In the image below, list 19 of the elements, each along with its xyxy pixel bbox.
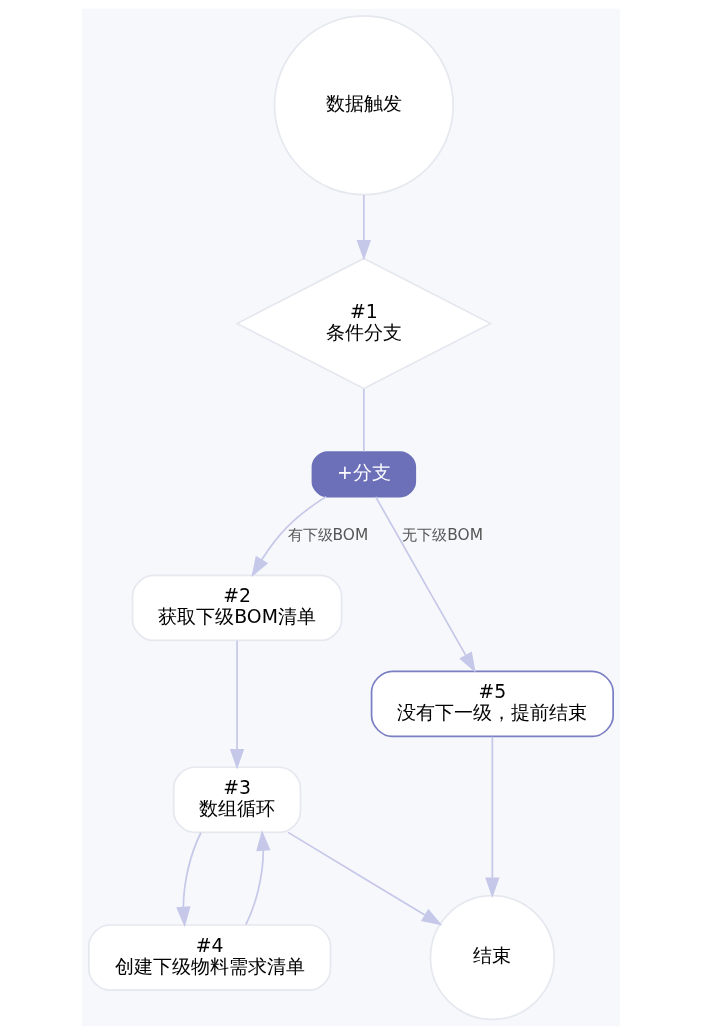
arrow (175, 831, 202, 928)
arrow (286, 831, 442, 926)
node-box: #5 没有下一级，提前结束 (370, 670, 614, 738)
arrow (484, 735, 500, 899)
node-box: #4 创建下级物料需求清单 (87, 924, 331, 991)
arrow (229, 639, 244, 770)
node-box: #3 数组循环 (172, 766, 301, 834)
node-diamond: #1 条件分支 (234, 257, 492, 390)
arrow (356, 194, 371, 261)
arrow (250, 495, 327, 578)
edge-label: 无下级BOM (401, 525, 483, 544)
arrow (374, 496, 476, 673)
arrow (244, 830, 271, 926)
node-box: #2 获取下级BOM清单 (131, 574, 342, 642)
connector (362, 388, 365, 453)
node-circle: 数据触发 (273, 15, 454, 196)
node-box: +分支 (311, 451, 416, 498)
edge-label: 有下级BOM (287, 525, 368, 544)
node-circle: 结束 (429, 894, 555, 1021)
